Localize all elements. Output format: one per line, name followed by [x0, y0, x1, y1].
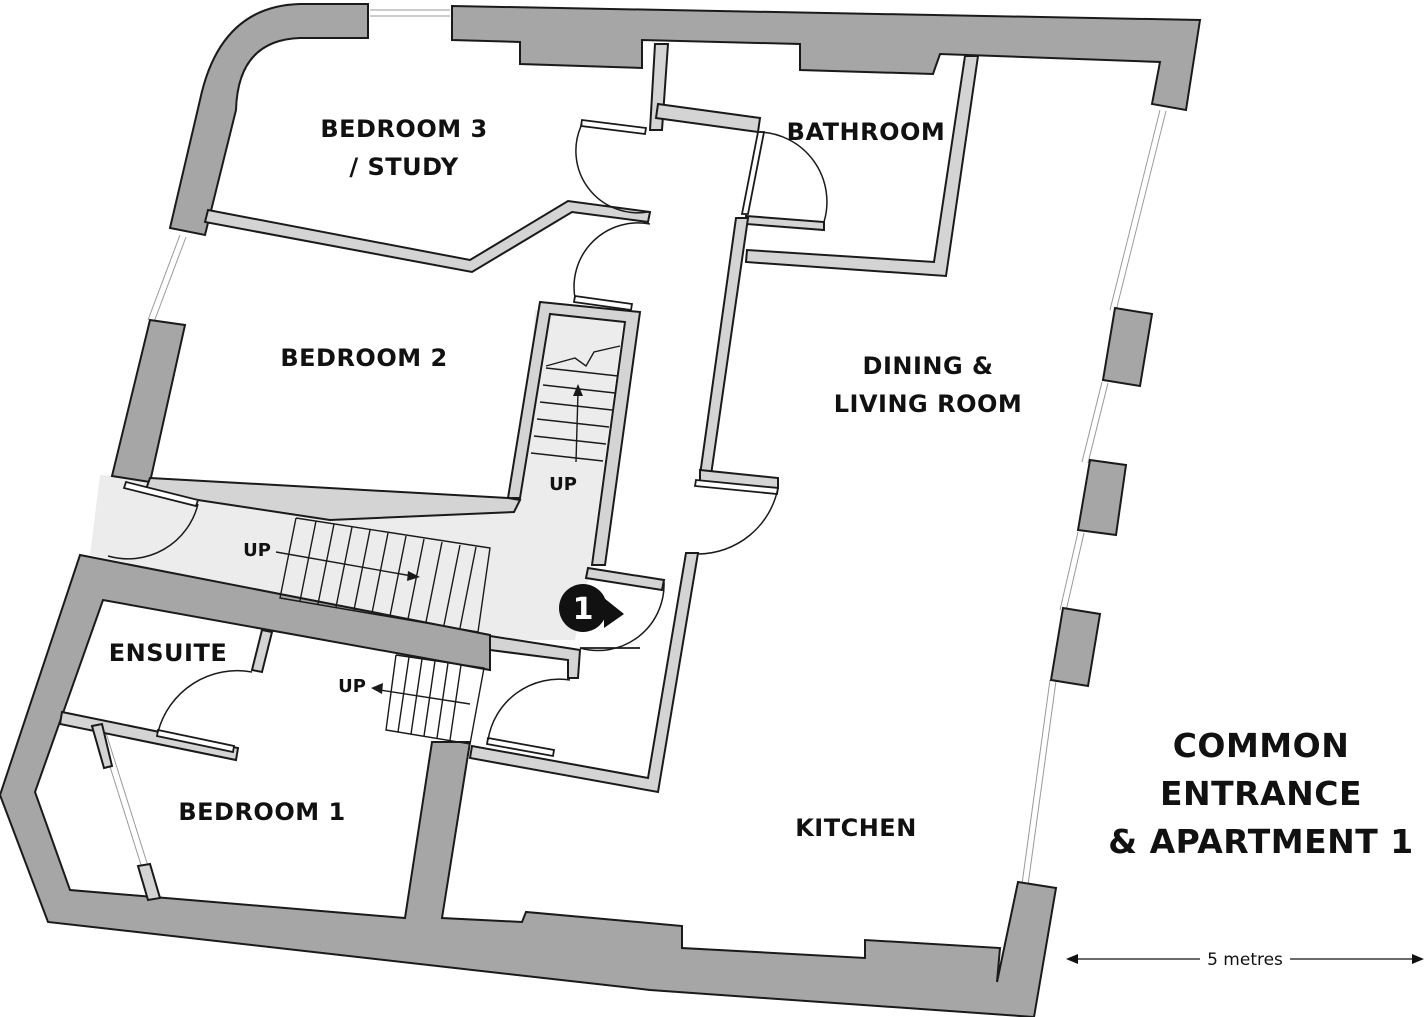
label-bedroom3-line1: BEDROOM 3 [320, 115, 487, 143]
stair-upper [530, 345, 621, 463]
stair-labels: UP UP UP [243, 474, 577, 697]
plan-title: COMMON ENTRANCE & APARTMENT 1 [1108, 726, 1413, 861]
label-kitchen: KITCHEN [795, 814, 917, 842]
up-label-main: UP [243, 540, 271, 561]
up-label-lower: UP [338, 676, 366, 697]
room-labels: BEDROOM 3 / STUDY BATHROOM BEDROOM 2 DIN… [109, 115, 1023, 842]
stair-lower [371, 654, 485, 745]
plan-title-line2: ENTRANCE [1160, 774, 1362, 813]
stairs [275, 345, 621, 745]
label-dining-line2: LIVING ROOM [834, 390, 1023, 418]
label-dining-line1: DINING & [863, 352, 994, 380]
windows [99, 9, 1167, 886]
internal-walls [58, 43, 980, 902]
label-ensuite: ENSUITE [109, 639, 227, 667]
scale-bar-label: 5 metres [1207, 950, 1283, 970]
plan-title-line1: COMMON [1173, 726, 1350, 765]
scale-bar: 5 metres [1066, 950, 1424, 970]
up-label-top: UP [549, 474, 577, 495]
plan-title-line3: & APARTMENT 1 [1108, 822, 1413, 861]
external-walls [0, 3, 1202, 1017]
marker-number: 1 [573, 592, 594, 627]
entrance-hall [90, 310, 625, 640]
label-bathroom: BATHROOM [787, 118, 946, 146]
label-bedroom3-line2: / STUDY [349, 153, 458, 181]
stair-main [275, 517, 491, 633]
doors [107, 118, 828, 758]
label-bedroom2: BEDROOM 2 [280, 344, 447, 372]
label-bedroom1: BEDROOM 1 [178, 798, 345, 826]
viewpoint-marker: 1 [559, 584, 624, 632]
